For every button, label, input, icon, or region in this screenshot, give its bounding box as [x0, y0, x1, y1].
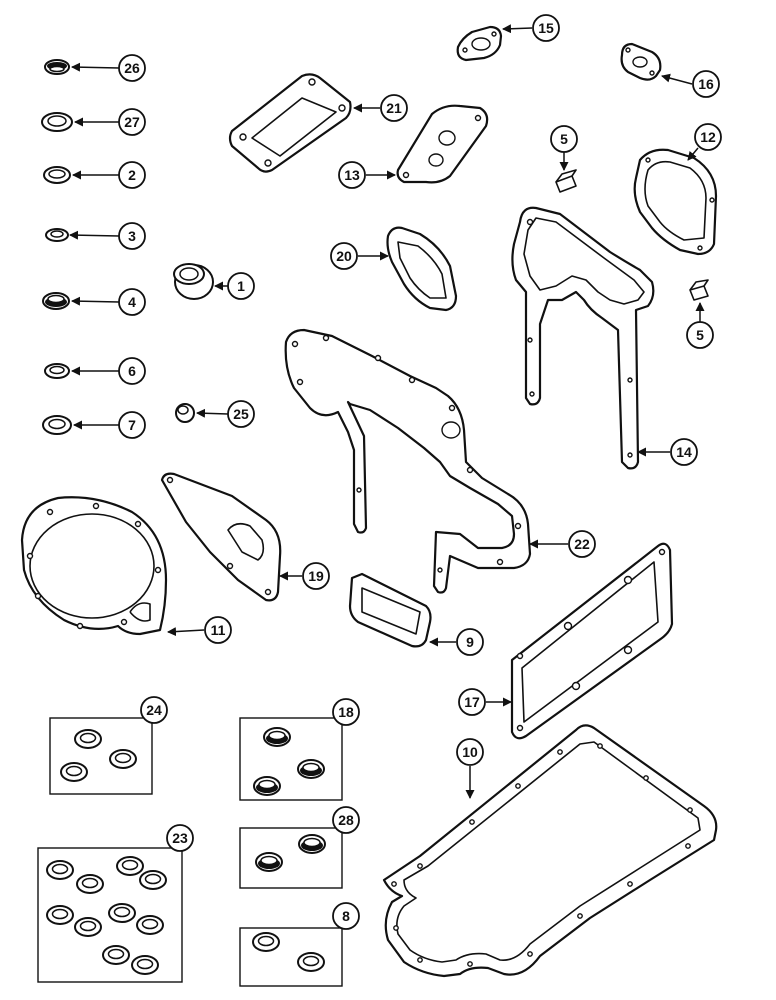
callout-22: 22: [568, 530, 596, 558]
svg-text:19: 19: [308, 568, 324, 584]
callout-10: 10: [456, 738, 484, 766]
seal-set-28: [239, 827, 343, 889]
svg-text:25: 25: [233, 406, 249, 422]
gasket-16: [620, 42, 662, 81]
svg-text:4: 4: [128, 294, 136, 310]
seal-26: [44, 59, 70, 75]
svg-text:11: 11: [211, 622, 226, 638]
callout-21: 21: [380, 94, 408, 122]
callout-6: 6: [118, 357, 146, 385]
gasket-9: [348, 572, 432, 648]
callout-12: 12: [694, 123, 722, 151]
gasket-14: [511, 206, 655, 470]
gasket-19: [160, 472, 282, 602]
svg-text:20: 20: [336, 248, 352, 264]
svg-text:21: 21: [386, 100, 402, 116]
gasket-20: [386, 226, 458, 312]
callout-13: 13: [338, 161, 366, 189]
svg-text:7: 7: [128, 417, 136, 433]
callout-28: 28: [332, 806, 360, 834]
svg-text:14: 14: [676, 444, 692, 460]
bushing-25: [175, 403, 195, 423]
callout-23: 23: [166, 824, 194, 852]
seal-4: [42, 292, 70, 310]
leader-lines: [69, 24, 705, 799]
callout-2: 2: [118, 161, 146, 189]
svg-text:26: 26: [124, 60, 140, 76]
callout-25: 25: [227, 400, 255, 428]
gasket-13: [396, 104, 489, 184]
svg-text:12: 12: [700, 129, 716, 145]
svg-text:2: 2: [128, 167, 136, 183]
seal-2: [43, 166, 71, 184]
svg-text:24: 24: [146, 702, 162, 718]
svg-text:17: 17: [464, 694, 480, 710]
gasket-15: [456, 25, 503, 62]
callout-4: 4: [118, 288, 146, 316]
svg-text:3: 3: [128, 228, 136, 244]
seal-3: [45, 228, 69, 242]
callout-3: 3: [118, 222, 146, 250]
svg-text:8: 8: [342, 908, 350, 924]
callout-27: 27: [118, 108, 146, 136]
callout-26: 26: [118, 54, 146, 82]
gasket-22: [284, 328, 532, 594]
seal-27: [41, 112, 73, 132]
callout-1: 1: [227, 272, 255, 300]
svg-text:16: 16: [698, 76, 714, 92]
callout-16: 16: [692, 70, 720, 98]
callout-17: 17: [458, 688, 486, 716]
seal-set-18: [239, 717, 343, 801]
callout-20: 20: [330, 242, 358, 270]
seal-set-8: [239, 927, 343, 987]
callout-24: 24: [140, 696, 168, 724]
seal-set-23: [37, 847, 183, 983]
gasket-21: [228, 73, 352, 173]
svg-text:23: 23: [172, 830, 188, 846]
oil-seal-1: [173, 263, 214, 300]
seal-7: [42, 415, 72, 435]
svg-text:6: 6: [128, 363, 136, 379]
svg-text:5: 5: [696, 327, 704, 343]
wedge-5-lower: [689, 279, 709, 301]
callout-18: 18: [332, 698, 360, 726]
svg-text:22: 22: [574, 536, 590, 552]
seal-6: [44, 363, 70, 379]
callout-11: 11: [204, 616, 232, 644]
svg-text:9: 9: [466, 634, 474, 650]
gasket-11: [20, 496, 168, 636]
gasket-10: [382, 724, 718, 978]
gasket-12: [633, 148, 718, 256]
seal-set-24: [49, 717, 153, 795]
svg-text:27: 27: [124, 114, 140, 130]
svg-text:10: 10: [462, 744, 478, 760]
callout-5-lower: 5: [686, 321, 714, 349]
svg-text:28: 28: [338, 812, 354, 828]
callout-9: 9: [456, 628, 484, 656]
callout-14: 14: [670, 438, 698, 466]
svg-text:15: 15: [538, 20, 554, 36]
wedge-5-upper: [555, 169, 577, 193]
callout-19: 19: [302, 562, 330, 590]
callout-5-upper: 5: [550, 125, 578, 153]
svg-text:18: 18: [338, 704, 354, 720]
svg-text:5: 5: [560, 131, 568, 147]
svg-text:13: 13: [344, 167, 360, 183]
gasket-17: [510, 542, 674, 740]
callout-15: 15: [532, 14, 560, 42]
callout-8: 8: [332, 902, 360, 930]
callout-7: 7: [118, 411, 146, 439]
svg-text:1: 1: [237, 278, 245, 294]
